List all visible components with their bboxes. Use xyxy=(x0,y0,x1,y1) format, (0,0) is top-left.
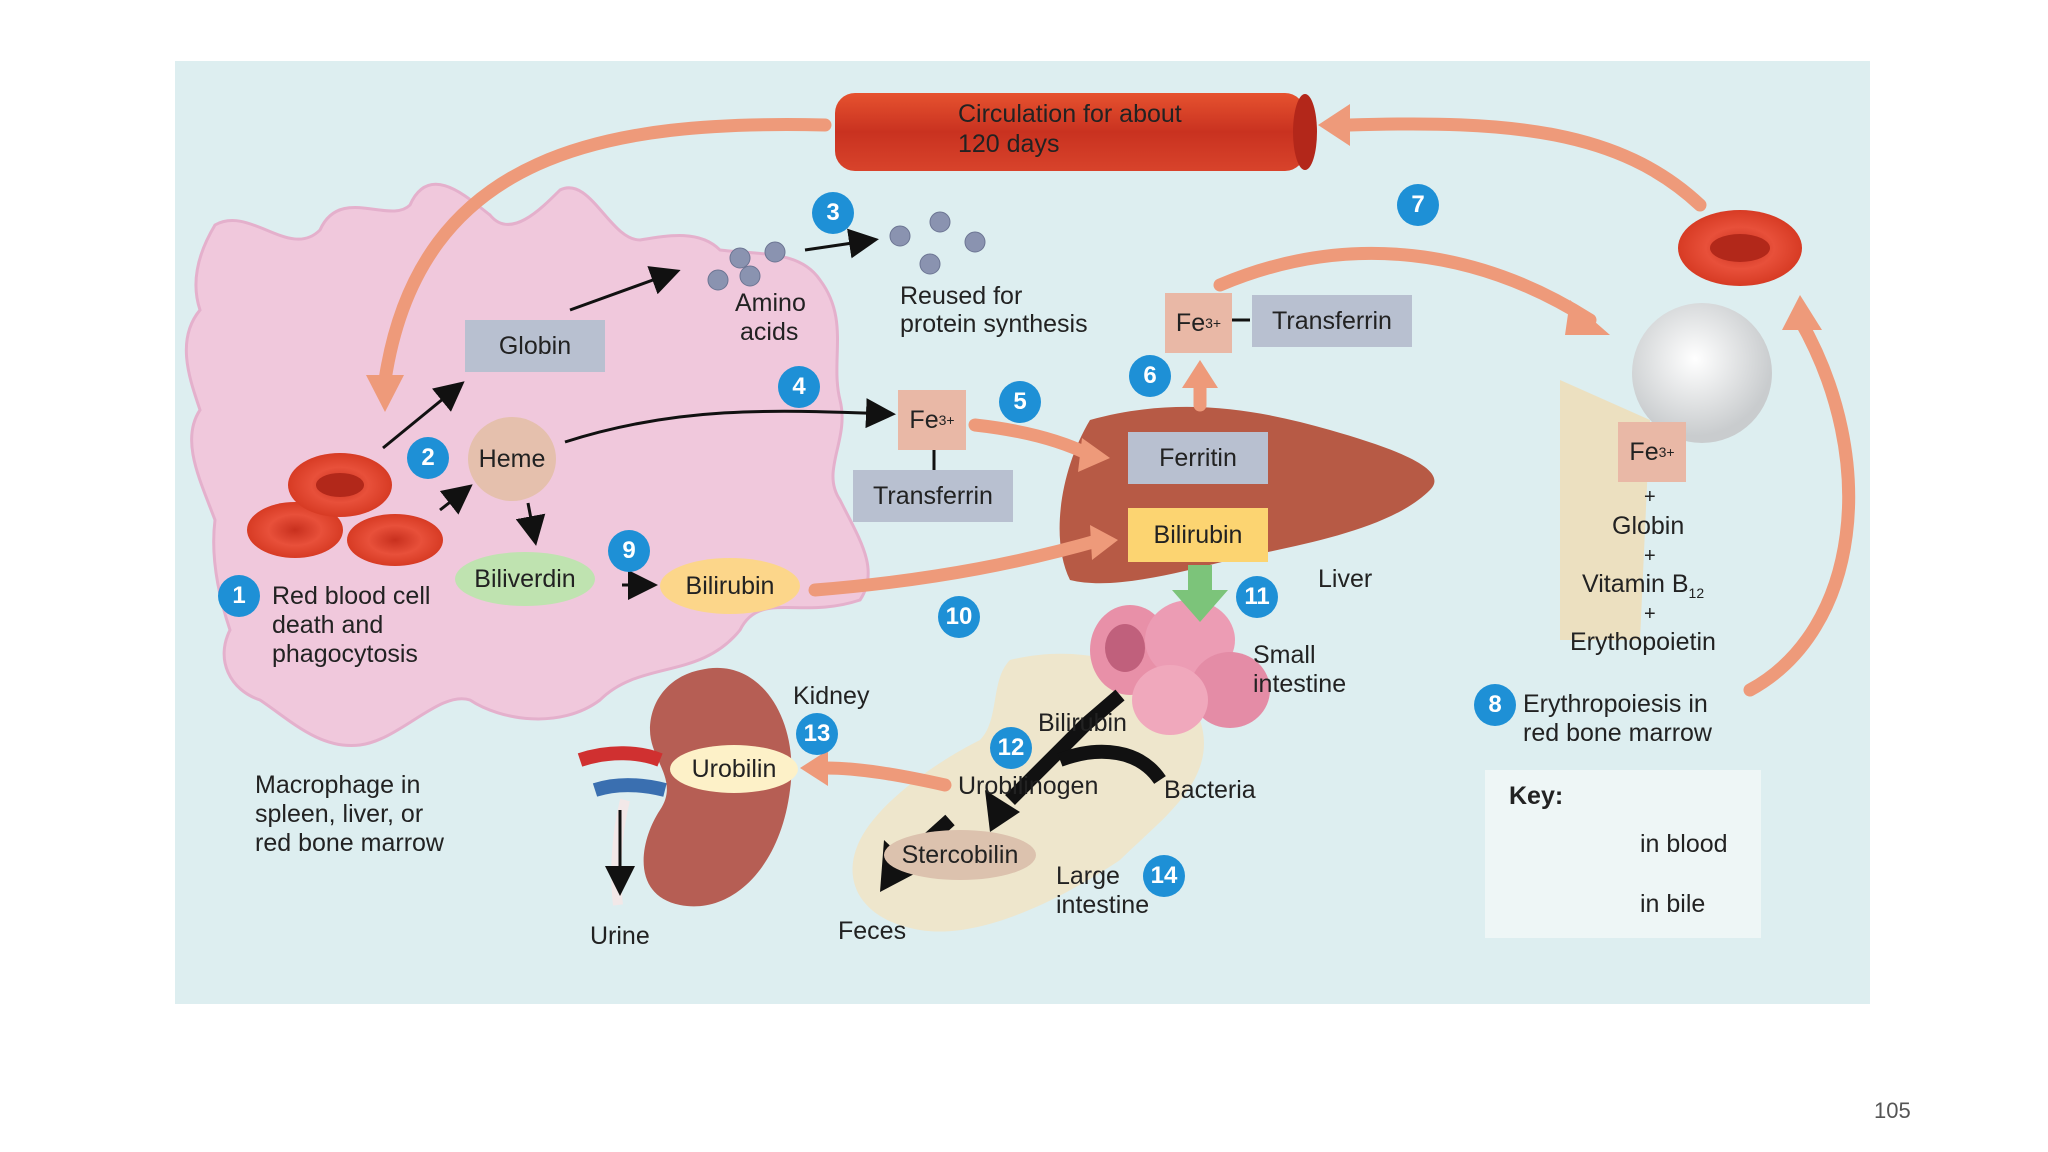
rbc-death-label-3: phagocytosis xyxy=(272,640,418,668)
step-marker-12: 12 xyxy=(990,727,1032,769)
ferritin-box: Ferritin xyxy=(1128,432,1268,484)
transferrin-box-2: Transferrin xyxy=(1252,295,1412,347)
macrophage-label-2: spleen, liver, or xyxy=(255,800,424,828)
circulation-label-line1: Circulation for about xyxy=(958,100,1182,128)
marrow-vitamin-sub: 12 xyxy=(1688,585,1705,601)
biliverdin-ellipse: Biliverdin xyxy=(455,552,595,606)
reused-label-1: Reused for xyxy=(900,282,1023,310)
step-marker-9: 9 xyxy=(608,530,650,572)
marrow-plus-3: + xyxy=(1644,603,1656,625)
step-marker-1: 1 xyxy=(218,575,260,617)
reused-label-2: protein synthesis xyxy=(900,310,1088,338)
key-title: Key: xyxy=(1509,782,1564,810)
erythropoiesis-label-2: red bone marrow xyxy=(1523,719,1712,747)
macrophage-label-1: Macrophage in xyxy=(255,771,421,799)
red-blood-cells xyxy=(247,210,1802,566)
liver-label: Liver xyxy=(1318,565,1373,593)
rbc-death-label-1: Red blood cell xyxy=(272,582,431,610)
fe-symbol: Fe xyxy=(909,405,939,434)
circulation-label-line2: 120 days xyxy=(958,130,1060,158)
globin-box: Globin xyxy=(465,320,605,372)
step-marker-7: 7 xyxy=(1397,184,1439,226)
bone-illustration xyxy=(1560,303,1772,640)
bile-flow-arrow xyxy=(1172,565,1228,622)
marrow-plus-2: + xyxy=(1644,545,1656,567)
blood-flow-arrows xyxy=(378,117,1856,792)
step-marker-6: 6 xyxy=(1129,355,1171,397)
small-intestine-label-2: intestine xyxy=(1253,670,1347,698)
bilirubin-box-liver: Bilirubin xyxy=(1128,508,1268,562)
fe-charge-2: 3+ xyxy=(1205,315,1222,331)
fe-symbol-2: Fe xyxy=(1175,308,1206,337)
small-intestine-label-1: Small xyxy=(1253,641,1316,669)
bilirubin-ellipse-macrophage: Bilirubin xyxy=(660,558,800,614)
urobilinogen-label: Urobilinogen xyxy=(958,772,1099,800)
fe-charge-3: 3+ xyxy=(1658,444,1675,460)
step-marker-5: 5 xyxy=(999,381,1041,423)
marrow-vitamin-label: Vitamin B12 xyxy=(1582,570,1704,608)
marrow-epo-label: Erythopoietin xyxy=(1570,628,1716,656)
fe-charge: 3+ xyxy=(938,412,955,428)
step-marker-3: 3 xyxy=(812,192,854,234)
fe-symbol-3: Fe xyxy=(1629,437,1659,466)
amino-acids-label-2: acids xyxy=(740,318,799,346)
macrophage-label-3: red bone marrow xyxy=(255,829,444,857)
blood-arrowheads xyxy=(366,104,1822,786)
step-marker-4: 4 xyxy=(778,366,820,408)
circulation-vessel xyxy=(835,93,1317,171)
step-marker-14: 14 xyxy=(1143,855,1185,897)
step-marker-8: 8 xyxy=(1474,684,1516,726)
urine-label: Urine xyxy=(590,922,650,950)
kidney-label: Kidney xyxy=(793,682,870,710)
transferrin-box-1: Transferrin xyxy=(853,470,1013,522)
urobilin-ellipse: Urobilin xyxy=(670,745,798,793)
page-number: 105 xyxy=(1874,1098,1911,1123)
rbc-death-label-2: death and xyxy=(272,611,384,639)
erythropoiesis-label-1: Erythropoiesis in xyxy=(1523,690,1708,718)
bilirubin-intestine-label: Bilirubin xyxy=(1038,709,1127,737)
small-intestine-illustration xyxy=(1090,600,1270,735)
marrow-globin-label: Globin xyxy=(1612,512,1685,540)
step-marker-13: 13 xyxy=(796,713,838,755)
process-arrows xyxy=(382,228,896,896)
step-marker-11: 11 xyxy=(1236,576,1278,618)
key-bile-label: in bile xyxy=(1640,890,1706,918)
large-intestine-label-2: intestine xyxy=(1056,891,1150,919)
step-marker-10: 10 xyxy=(938,596,980,638)
marrow-plus-1: + xyxy=(1644,486,1656,508)
marrow-vitamin-text: Vitamin B xyxy=(1582,570,1689,598)
step-marker-2: 2 xyxy=(407,437,449,479)
large-intestine-label-1: Large xyxy=(1056,862,1120,890)
amino-acids-label-1: Amino xyxy=(735,289,806,317)
stercobilin-ellipse: Stercobilin xyxy=(884,830,1036,880)
legend-key: Key: in blood in bile xyxy=(1485,770,1761,938)
amino-acid-dots xyxy=(707,211,986,291)
feces-label: Feces xyxy=(838,917,907,945)
bacteria-label: Bacteria xyxy=(1164,776,1256,804)
key-blood-label: in blood xyxy=(1640,830,1728,858)
heme-ellipse: Heme xyxy=(468,417,556,501)
